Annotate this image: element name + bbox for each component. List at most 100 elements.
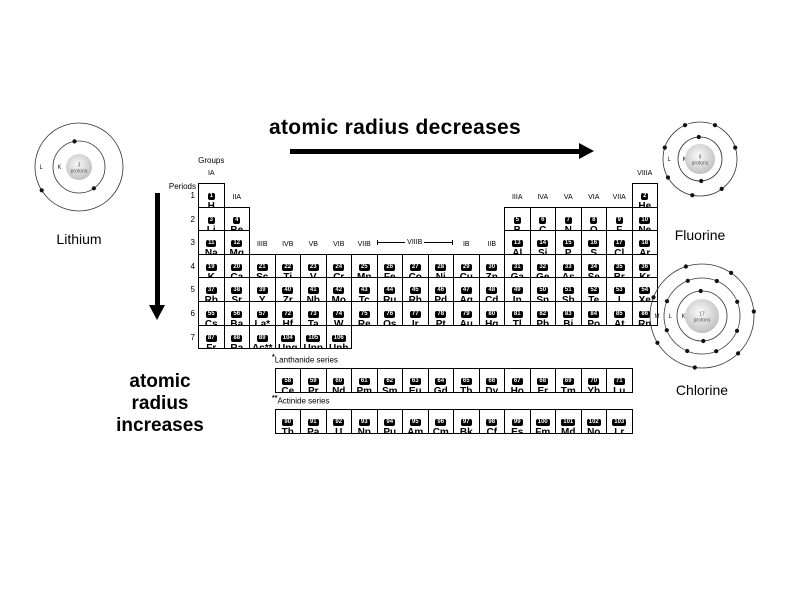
atomic-number: 72: [282, 311, 294, 318]
atomic-number: 15: [562, 240, 574, 248]
element-cell-se: 34Se78.96: [580, 253, 607, 279]
element-cell-cd: 48Cd112.41: [478, 277, 505, 302]
electron-dot: [91, 186, 96, 191]
vertical-arrow-head-icon: [149, 305, 165, 320]
element-symbol: Ru: [383, 295, 397, 302]
atomic-number: 70: [588, 378, 600, 385]
atomic-number: 3: [207, 216, 215, 224]
element-symbol: Te: [588, 295, 600, 302]
element-symbol: O: [589, 224, 598, 232]
atomic-number: 106: [331, 334, 346, 342]
element-symbol: Lr: [614, 427, 625, 434]
element-symbol: Rn: [638, 319, 652, 326]
element-symbol: Na: [204, 248, 218, 255]
element-symbol: K: [207, 271, 215, 279]
shell-l-orbit: [34, 122, 124, 212]
nucleus-protons-word: protons: [694, 318, 711, 324]
element-cell-v: 23V50.9415: [300, 253, 327, 279]
element-symbol: F: [616, 224, 623, 232]
atomic-number: 104: [280, 334, 295, 342]
element-symbol: Unh: [329, 342, 349, 350]
atomic-number: 75: [358, 311, 370, 318]
atomic-number: 44: [384, 287, 396, 295]
element-cell-li: 3Li6.941: [198, 206, 225, 232]
bracket-tick-left: [376, 239, 378, 245]
element-symbol: Bk: [459, 427, 473, 434]
shell-label-m: M: [655, 314, 660, 320]
nucleus-protons-word: protons: [71, 169, 88, 175]
atomic-number: 30: [486, 263, 498, 271]
element-symbol: Pm: [356, 386, 373, 393]
element-cell-hf: 72Hf178.49: [274, 301, 301, 326]
atomic-number: 24: [333, 263, 345, 271]
atomic-number: 58: [282, 378, 294, 385]
atomic-number: 62: [384, 378, 396, 385]
element-symbol: Cs: [204, 319, 218, 326]
electron-dot: [655, 340, 660, 345]
electron-dot: [699, 178, 704, 184]
element-cell-f: 9F18.998403: [606, 206, 633, 232]
element-symbol: Ag: [459, 295, 473, 302]
group-label-vib: VIB: [333, 240, 345, 248]
group-label-ia: IA: [207, 170, 215, 177]
atomic-radius-decreases-label: atomic radius decreases: [268, 116, 522, 139]
atomic-number: 64: [435, 378, 447, 385]
element-cell-tm: 69Tm168.9342: [555, 368, 582, 393]
atomic-number: 59: [307, 378, 319, 385]
period-number: 4: [190, 261, 195, 271]
element-cell-os: 76Os190.2: [376, 301, 403, 326]
element-symbol: W: [334, 319, 344, 326]
element-symbol: Zr: [282, 295, 293, 302]
actinide-series-label: **Actinide series: [272, 395, 329, 406]
atomic-number: 5: [513, 216, 521, 224]
atomic-number: 65: [460, 378, 472, 385]
atomic-number: 99: [511, 419, 523, 426]
element-cell-ir: 77Ir192.22: [402, 301, 429, 326]
electron-dot: [690, 193, 695, 198]
atomic-number: 77: [409, 311, 421, 318]
nucleus: [66, 154, 92, 180]
atomic-number: 92: [333, 419, 345, 426]
element-cell-be: 4Be9.01218: [223, 206, 250, 232]
group-label-ivb: IVB: [282, 240, 294, 248]
element-symbol: Ni: [435, 271, 446, 279]
shell-label-k: K: [682, 314, 686, 320]
nucleus-proton-count: 3: [78, 163, 81, 169]
left-label-line-1: atomic: [129, 371, 191, 392]
horizontal-arrow: [290, 149, 580, 154]
element-symbol: Ir: [411, 319, 419, 326]
atomic-number: 21: [256, 263, 268, 271]
element-cell-nd: 60Nd144.24: [325, 368, 352, 393]
electron-dot: [719, 186, 724, 191]
element-cell-tb: 65Tb158.9254: [453, 368, 480, 393]
atomic-number: 86: [639, 311, 651, 318]
bracket-line-left: [377, 241, 406, 243]
atomic-number: 90: [282, 419, 294, 426]
element-symbol: Yb: [587, 386, 601, 393]
atomic-number: 98: [486, 419, 498, 426]
atomic-number: 56: [231, 311, 243, 318]
atomic-number: 34: [588, 263, 600, 271]
element-cell-p: 15P30.97376: [555, 230, 582, 255]
element-symbol: Mg: [229, 248, 244, 255]
element-symbol: Unq: [278, 342, 298, 350]
atomic-number: 46: [435, 287, 447, 295]
atomic-number: 47: [460, 287, 472, 295]
atomic-number: 53: [613, 287, 625, 295]
element-symbol: B: [513, 224, 521, 232]
element-symbol: Pd: [434, 295, 448, 302]
element-cell-as: 33As74.9216: [555, 253, 582, 279]
atomic-number: 78: [435, 311, 447, 318]
atomic-number: 103: [612, 419, 627, 426]
electron-dot: [736, 351, 741, 356]
element-cell-pd: 46Pd106.4: [427, 277, 454, 302]
element-symbol: C: [539, 224, 547, 232]
atomic-number: 10: [639, 216, 651, 224]
